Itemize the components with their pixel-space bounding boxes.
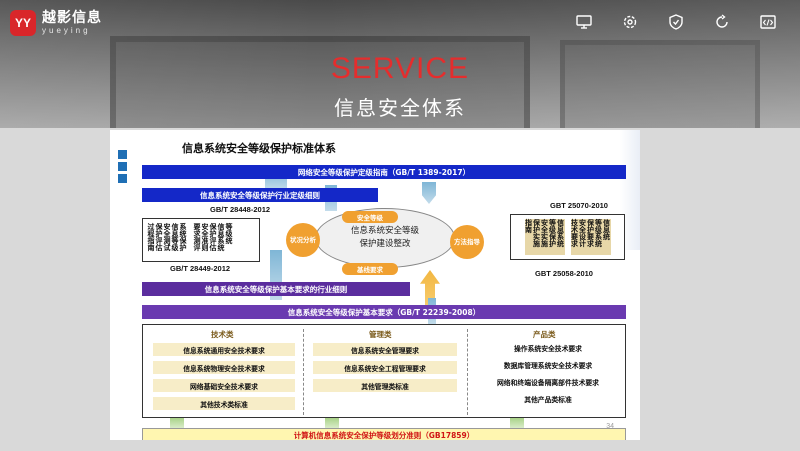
mgmt-item: 其他管理类标准	[313, 379, 457, 392]
oval-security-level: 安全等级	[342, 211, 398, 223]
tech-item: 其他技术类标准	[153, 397, 295, 410]
bar-industry-grading: 信息系统安全等级保护行业定级细则	[142, 188, 378, 202]
bullet-square	[118, 150, 127, 159]
arrow-up	[510, 418, 524, 428]
bar-grading-guide: 网络安全等级保护定级指南（GB/T 1389-2017）	[142, 165, 626, 179]
brand-logo[interactable]: YY 越影信息 yueying	[10, 10, 102, 36]
bar-baseline: 信息系统安全等级保护基本要求（GB/T 22239-2008）	[142, 305, 626, 319]
hero-banner	[0, 0, 800, 128]
tech-category-heading: 技术类	[211, 330, 234, 339]
mgmt-category-heading: 管理类	[369, 330, 392, 339]
slide-diagram: 信息系统安全等级保护标准体系 网络安全等级保护定级指南（GB/T 1389-20…	[110, 130, 640, 440]
slide-title: 信息系统安全等级保护标准体系	[182, 142, 336, 155]
category-box: 技术类 信息系统通用安全技术要求 信息系统物理安全技术要求 网络基础安全技术要求…	[142, 324, 626, 418]
product-item: 网络和终端设备隔离部件技术要求	[497, 379, 599, 387]
arrow-up	[325, 418, 339, 428]
arrow-down	[422, 182, 436, 204]
background-monitor-right	[560, 40, 760, 128]
tech-item: 信息系统通用安全技术要求	[153, 343, 295, 356]
assessment-standards-box: 过程指南 保护评估 安全测试 信息等级 系统保护 要求测评 安全准则 保护评估 …	[142, 218, 260, 262]
logo-mark: YY	[10, 10, 36, 36]
section-title-cn: 信息安全体系	[334, 96, 466, 120]
circle-method-guidance: 方法指导	[450, 225, 484, 259]
arrow-up	[170, 418, 184, 428]
tech-item: 信息系统物理安全技术要求	[153, 361, 295, 374]
background-monitor	[110, 36, 530, 128]
std-code-28448: GB/T 28448-2012	[210, 205, 271, 214]
std-code-25070: GBT 25070-2010	[550, 201, 608, 210]
mgmt-item: 信息系统安全工程管理要求	[313, 361, 457, 374]
bullet-square	[118, 174, 127, 183]
std-code-28449: GB/T 28449-2012	[170, 264, 231, 273]
brand-name-cn: 越影信息	[42, 10, 102, 26]
bullet-square	[118, 162, 127, 171]
oval-baseline: 基线要求	[342, 263, 398, 275]
section-title-en: SERVICE	[330, 52, 470, 85]
header-icon-bar	[574, 12, 778, 32]
monitor-icon[interactable]	[574, 12, 594, 32]
slide-page-number: 34	[606, 423, 614, 430]
product-item: 操作系统安全技术要求	[514, 345, 582, 353]
bar-classification-criteria: 计算机信息系统安全保护等级划分准则（GB17859）	[142, 428, 626, 440]
product-item: 数据库管理系统安全技术要求	[503, 362, 593, 370]
std-code-25058: GBT 25058-2010	[535, 269, 593, 278]
tech-item: 网络基础安全技术要求	[153, 379, 295, 392]
shield-icon[interactable]	[666, 12, 686, 32]
brand-name-en: yueying	[42, 26, 91, 35]
code-icon[interactable]	[758, 12, 778, 32]
product-item: 其他产品类标准	[524, 396, 572, 404]
circle-status-analysis: 状况分析	[286, 223, 320, 257]
product-category-heading: 产品类	[533, 330, 556, 339]
refresh-icon[interactable]	[712, 12, 732, 32]
settings-icon[interactable]	[620, 12, 640, 32]
mgmt-item: 信息系统安全管理要求	[313, 343, 457, 356]
bar-industry-baseline: 信息系统安全等级保护基本要求的行业细则	[142, 282, 410, 296]
implementation-standards-box: 指南 保护实施 安全实施 等级保护 信息系统 技术要求 安全设计 保护要求 等级…	[510, 214, 625, 260]
